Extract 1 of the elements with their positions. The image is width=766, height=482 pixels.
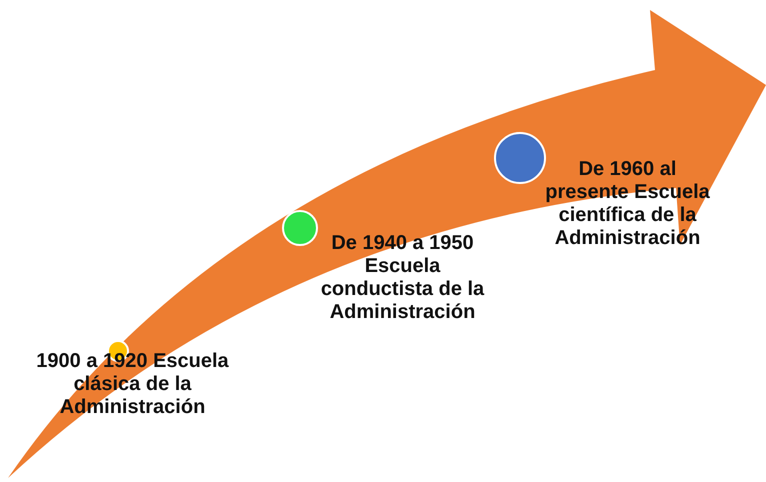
period-label: De 1940 a 1950 Escuela conductista de la Administración: [320, 232, 485, 324]
